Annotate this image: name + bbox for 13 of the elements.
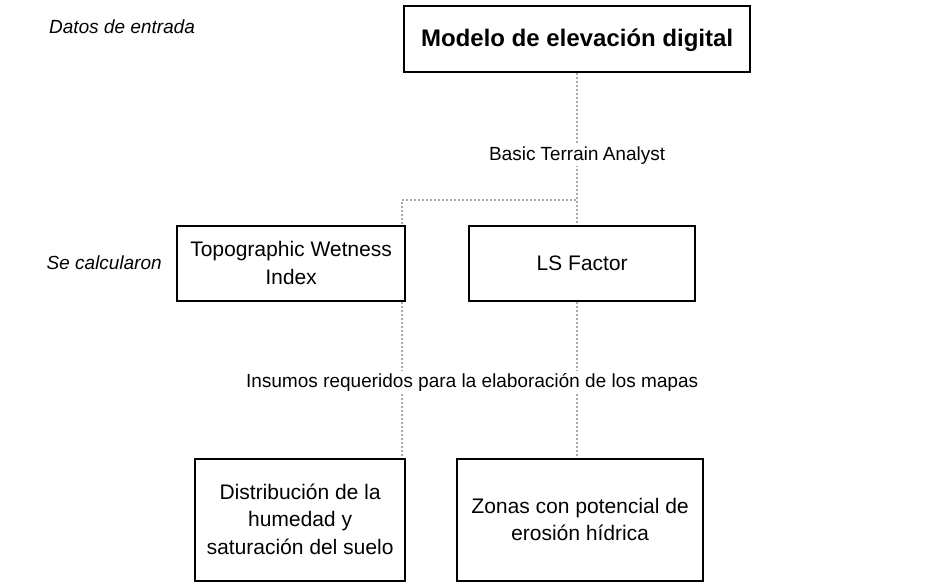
node-text: Topographic Wetness Index [189, 237, 393, 290]
node-text: Modelo de elevación digital [420, 24, 734, 54]
process-box [194, 458, 406, 582]
process-box [403, 5, 751, 73]
node-text: Distribución de la humedad y saturación del suelo [206, 480, 394, 561]
process-box [468, 225, 696, 302]
edge-label: Basic Terrain Analyst [489, 144, 666, 166]
section-label: Insumos requeridos para la elaboración de los mapas [246, 371, 698, 393]
process-box [176, 225, 406, 302]
connector-line [576, 302, 578, 458]
node-text: Zonas con potencial de erosión hídrica [470, 494, 690, 547]
node-text: LS Factor [536, 250, 628, 277]
process-box [456, 458, 704, 582]
